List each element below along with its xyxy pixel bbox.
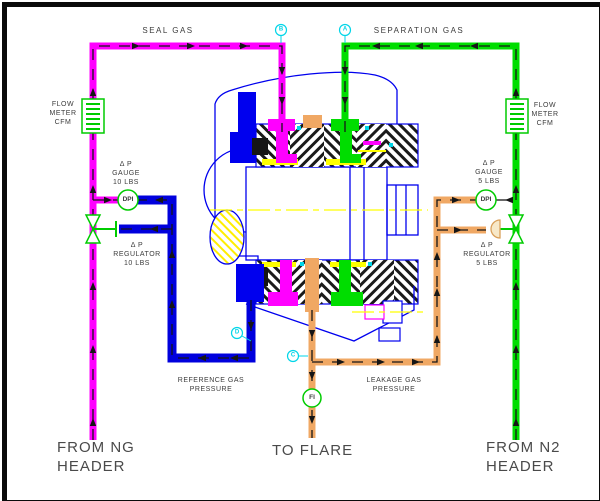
dpi-right-text: DPI (480, 195, 492, 203)
dpi-gauge-left-symbol (117, 189, 139, 211)
from-ng-header-label: FROM NG HEADER (57, 439, 135, 475)
dpi-gauge-right-symbol (475, 189, 497, 211)
leakage-gas-tag-text: C (290, 352, 296, 359)
dp-regulator-left-label: Δ P REGULATOR 10 LBS (113, 242, 161, 267)
leakage-gas-label: LEAKAGE GAS PRESSURE (366, 377, 422, 393)
flow-meter-right-symbol (505, 98, 529, 134)
dp-gauge-left-label: Δ P GAUGE 10 LBS (112, 161, 140, 186)
reference-gas-balloon (230, 326, 244, 340)
to-flare-label: TO FLARE (272, 442, 354, 459)
separation-gas-tag-text: A (342, 26, 348, 33)
dp-regulator-left-valve (84, 214, 117, 244)
reference-gas-tag-text: D (234, 329, 240, 336)
dp-regulator-right-label: Δ P REGULATOR 5 LBS (463, 242, 511, 267)
flow-arrows (89, 42, 520, 440)
fi-text: FI (309, 393, 315, 401)
seal-gas-label: SEAL GAS (142, 26, 194, 35)
seal-gas-balloon (274, 23, 288, 37)
flow-meter-left-label: FLOW METER CFM (49, 101, 77, 126)
seal-gas-tag-text: B (278, 26, 284, 33)
compressor-seal-assembly (203, 71, 428, 342)
from-n2-header-label: FROM N2 HEADER (486, 439, 561, 475)
leakage-gas-balloon (286, 349, 300, 363)
connection-balloons (230, 23, 352, 363)
instruments (81, 23, 529, 408)
flow-meter-left-symbol (81, 98, 105, 134)
separation-gas-balloon (338, 23, 352, 37)
flow-indicator-symbol (302, 388, 322, 408)
reference-gas-label: REFERENCE GAS PRESSURE (177, 377, 245, 393)
flow-meter-right-label: FLOW METER CFM (531, 102, 559, 127)
dp-regulator-right-valve (490, 214, 525, 244)
dp-gauge-right-label: Δ P GAUGE 5 LBS (475, 160, 503, 185)
separation-gas-label: SEPARATION GAS (373, 26, 465, 35)
dpi-left-text: DPI (122, 195, 134, 203)
